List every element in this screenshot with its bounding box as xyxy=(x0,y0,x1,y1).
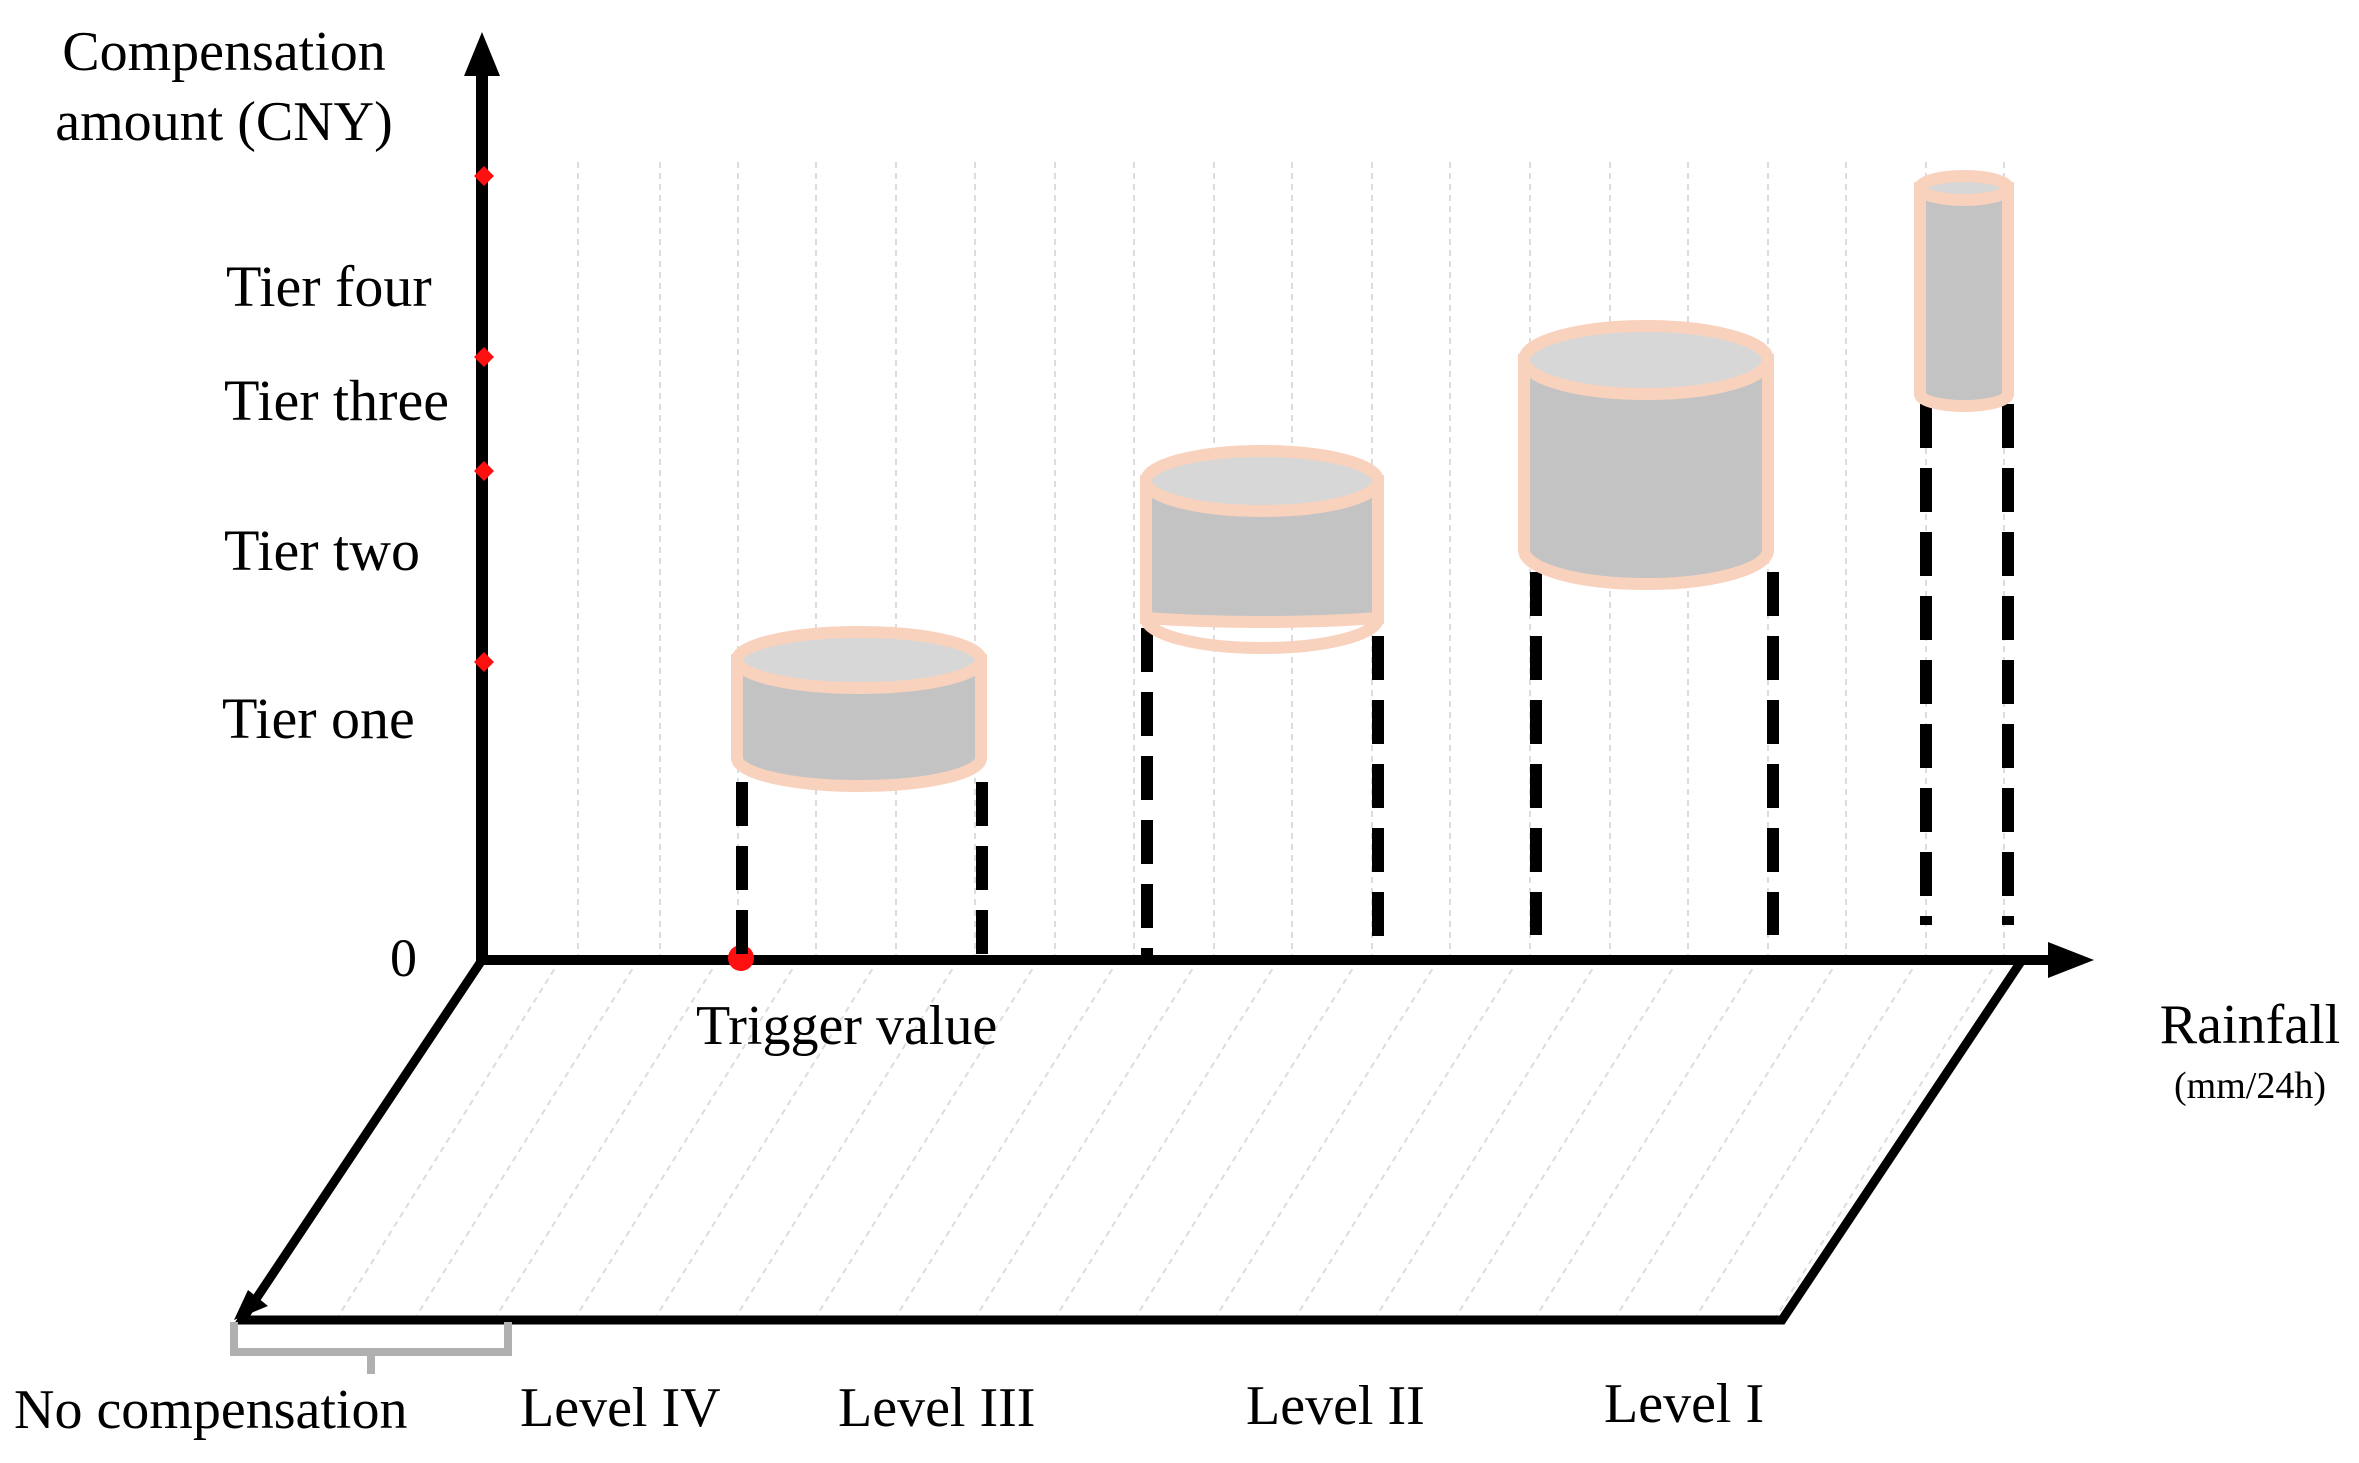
tier-three-marker xyxy=(474,347,494,367)
tier-one-marker xyxy=(474,652,494,672)
floor-gridlines xyxy=(335,959,1999,1321)
tier-one-label: Tier one xyxy=(222,686,415,751)
level-ii-label: Level II xyxy=(1246,1375,1425,1437)
level-no-compensation-label: No compensation xyxy=(14,1379,407,1441)
floor-plane xyxy=(233,955,2031,1325)
y-axis-title-line2: amount (CNY) xyxy=(55,91,393,153)
trigger-value-label: Trigger value xyxy=(696,995,997,1057)
no-compensation-bracket xyxy=(230,1322,512,1374)
level-iv-label: Level IV xyxy=(520,1377,721,1439)
tier-markers xyxy=(474,166,494,672)
tier-two-marker xyxy=(474,461,494,481)
cylinder-tier-two xyxy=(1140,445,1384,654)
y-axis-title-line1: Compensation xyxy=(62,21,386,83)
tier-four-label: Tier four xyxy=(226,254,432,319)
depth-axis-arrow xyxy=(234,1290,268,1320)
tier-three-label: Tier three xyxy=(224,368,449,433)
level-i-label: Level I xyxy=(1604,1373,1764,1435)
tier-two-label: Tier two xyxy=(224,518,420,583)
tier-guide-lines xyxy=(486,170,1915,668)
y-axis xyxy=(464,32,500,962)
cylinder-tier-three xyxy=(1518,320,1774,590)
cylinder-tier-four xyxy=(1914,170,2014,412)
x-axis xyxy=(476,942,2094,978)
cylinder-tier-one xyxy=(731,626,987,792)
cylinder-support-lines xyxy=(736,404,2014,955)
level-iii-label: Level III xyxy=(838,1377,1035,1439)
origin-label: 0 xyxy=(390,928,417,988)
tier-four-marker xyxy=(474,166,494,186)
x-axis-title: Rainfall xyxy=(2160,994,2340,1056)
x-axis-unit: (mm/24h) xyxy=(2174,1065,2326,1107)
